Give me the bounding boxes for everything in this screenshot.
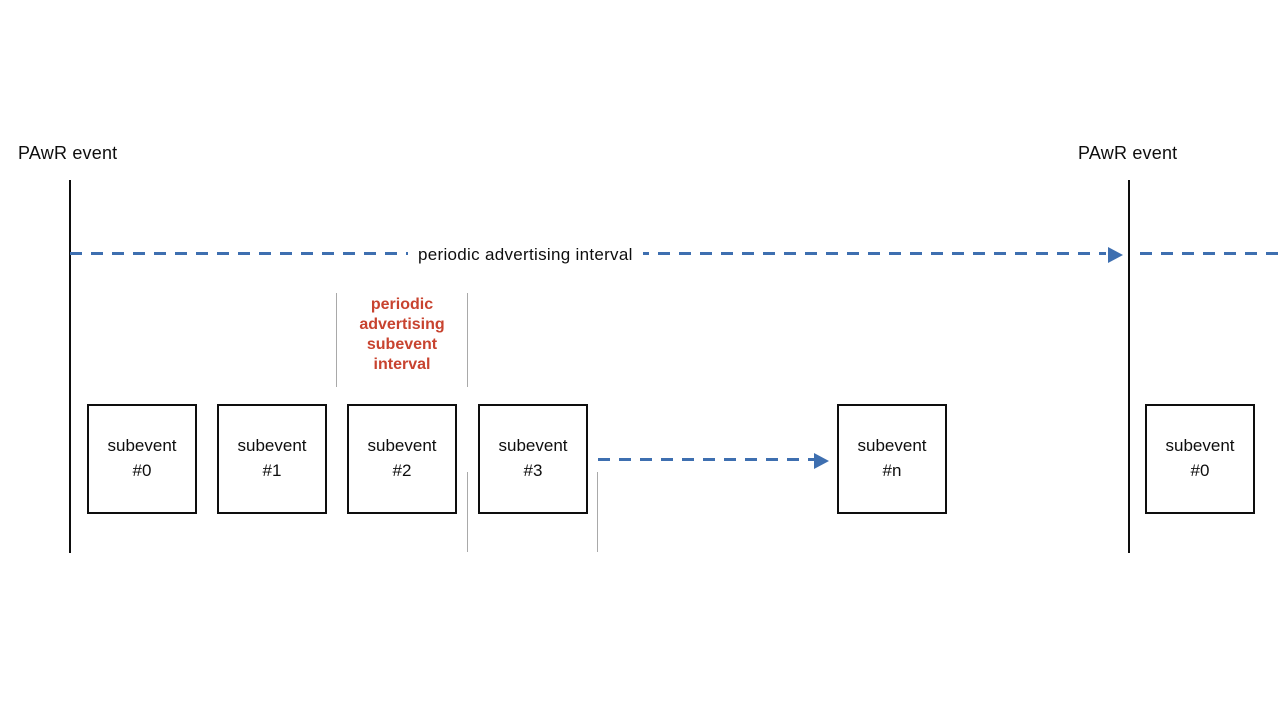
subevent-box-1-number: #1 (262, 461, 282, 480)
pawr-event-right-line (1128, 180, 1130, 553)
subevent-interval-label: periodic advertising subevent interval (336, 295, 468, 375)
subevent-interval-label-line2: advertising (359, 316, 445, 333)
subevent-box-0-next-event: subevent #0 (1145, 404, 1255, 514)
subevent-box-0-next-word: subevent (1165, 436, 1235, 456)
periodic-advertising-interval-line-continued (1140, 252, 1280, 255)
subevent-box-0-next-number: #0 (1190, 461, 1210, 480)
periodic-advertising-interval-label: periodic advertising interval (408, 245, 643, 265)
subevent-interval-label-line4: interval (373, 356, 431, 373)
subevent-box-0: subevent #0 (87, 404, 197, 514)
subevent-guide-lower-left (467, 472, 468, 552)
pawr-event-right-label: PAwR event (1078, 143, 1178, 163)
subevent-ellipsis-line (598, 458, 814, 461)
subevent-box-2-number: #2 (392, 461, 412, 480)
subevent-box-1: subevent #1 (217, 404, 327, 514)
subevent-interval-label-line1: periodic (370, 296, 434, 313)
subevent-guide-lower-right (597, 472, 598, 552)
pawr-event-left-line (69, 180, 71, 553)
subevent-box-1-word: subevent (237, 436, 307, 456)
subevent-interval-label-line3: subevent (366, 336, 438, 353)
subevent-ellipsis-arrowhead-icon (814, 453, 829, 469)
subevent-interval-guide-left (336, 293, 337, 387)
subevent-box-3: subevent #3 (478, 404, 588, 514)
subevent-box-3-word: subevent (498, 436, 568, 456)
subevent-box-3-number: #3 (523, 461, 543, 480)
pawr-event-left-label: PAwR event (18, 143, 118, 163)
subevent-interval-guide-right (467, 293, 468, 387)
subevent-box-0-number: #0 (132, 461, 152, 480)
subevent-box-2: subevent #2 (347, 404, 457, 514)
subevent-box-n: subevent #n (837, 404, 947, 514)
subevent-box-0-word: subevent (107, 436, 177, 456)
subevent-box-n-word: subevent (857, 436, 927, 456)
subevent-box-2-word: subevent (367, 436, 437, 456)
subevent-box-n-number: #n (882, 461, 902, 480)
periodic-advertising-interval-arrowhead-icon (1108, 247, 1123, 263)
